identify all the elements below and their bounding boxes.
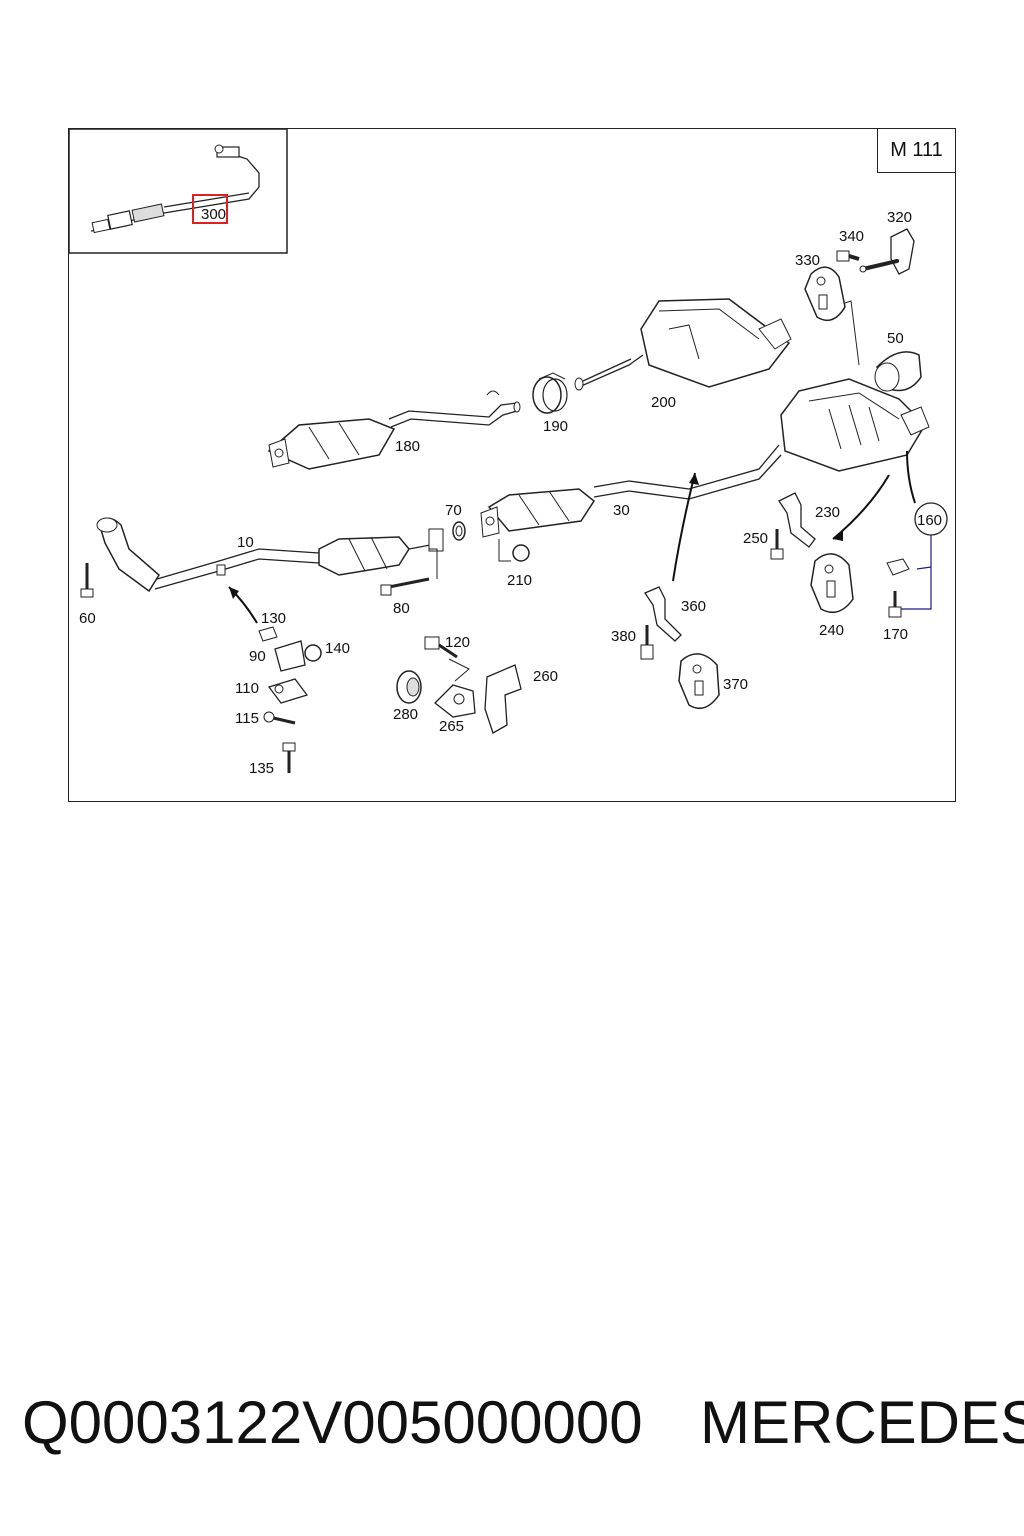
- callout-250: 250: [743, 530, 768, 547]
- part-280-grommet: [396, 670, 422, 704]
- brand-name: MERCEDES: [700, 1389, 1024, 1456]
- part-10-front-pipe: [96, 517, 444, 593]
- callout-260: 260: [533, 668, 558, 685]
- part-90-plate: [274, 640, 306, 672]
- callout-90: 90: [249, 648, 266, 665]
- callout-80: 80: [393, 600, 410, 617]
- part-160-callout: [899, 450, 948, 610]
- callout-340: 340: [839, 228, 864, 245]
- part-110-bracket: [267, 678, 309, 704]
- part-240-mount: [810, 553, 854, 614]
- part-200-muffler: [574, 298, 792, 391]
- part-360-bracket: [644, 586, 682, 642]
- part-60-bolt: [80, 563, 94, 598]
- callout-60: 60: [79, 610, 96, 627]
- callout-170: 170: [883, 626, 908, 643]
- part-50-tip: [874, 351, 922, 392]
- part-260-bracket: [484, 664, 522, 734]
- callout-210: 210: [507, 572, 532, 589]
- part-340-bolt: [836, 250, 860, 262]
- highlight-box: [192, 194, 228, 224]
- part-370-mount: [678, 653, 720, 710]
- callout-370: 370: [723, 676, 748, 693]
- footer: Q0003122V005000000 MERCEDES: [0, 1378, 1024, 1478]
- part-number: Q0003122V005000000: [22, 1389, 643, 1456]
- callout-70: 70: [445, 502, 462, 519]
- callout-380: 380: [611, 628, 636, 645]
- callout-10: 10: [237, 534, 254, 551]
- part-265-mount: [434, 684, 476, 718]
- callout-120: 120: [445, 634, 470, 651]
- part-210-nut: [498, 539, 530, 562]
- callout-140: 140: [325, 640, 350, 657]
- part-30-center-pipe: [480, 378, 930, 538]
- callout-300: 300: [201, 206, 226, 223]
- callout-280: 280: [393, 706, 418, 723]
- callout-135: 135: [249, 760, 274, 777]
- callout-115: 115: [235, 710, 259, 727]
- variant-label: M 111: [877, 129, 955, 173]
- callout-330: 330: [795, 252, 820, 269]
- part-115-clip: [263, 711, 296, 725]
- part-130-clip: [258, 626, 278, 642]
- callout-30: 30: [613, 502, 630, 519]
- part-135-bolt: [282, 742, 296, 773]
- part-330-mount: [804, 266, 846, 322]
- diagram-drawing: 300 320 340 330 50: [69, 129, 948, 777]
- part-190-clamp: [532, 372, 568, 414]
- part-180-catalytic-pipe: [267, 390, 521, 470]
- callout-240: 240: [819, 622, 844, 639]
- callout-230: 230: [815, 504, 840, 521]
- part-320-bracket: [859, 228, 915, 275]
- part-380-bolt: [640, 625, 654, 660]
- callout-265: 265: [439, 718, 464, 735]
- callout-190: 190: [543, 418, 568, 435]
- callout-320: 320: [887, 209, 912, 226]
- part-70-gasket: [452, 521, 466, 541]
- callout-50: 50: [887, 330, 904, 347]
- callout-200: 200: [651, 394, 676, 411]
- part-170-bolt: [886, 558, 910, 618]
- callout-160: 160: [917, 512, 942, 529]
- part-250-bolt: [770, 529, 784, 560]
- part-120-bolt: [424, 636, 470, 682]
- part-230-bracket: [778, 492, 816, 548]
- part-80-bolt: [380, 548, 438, 596]
- callout-180: 180: [395, 438, 420, 455]
- part-140-nut: [304, 644, 322, 662]
- exhaust-parts-diagram: 300 320 340 330 50: [68, 128, 956, 802]
- inset-panel: 300: [69, 129, 288, 254]
- callout-130: 130: [261, 610, 286, 627]
- callout-110: 110: [235, 680, 259, 697]
- callout-360: 360: [681, 598, 706, 615]
